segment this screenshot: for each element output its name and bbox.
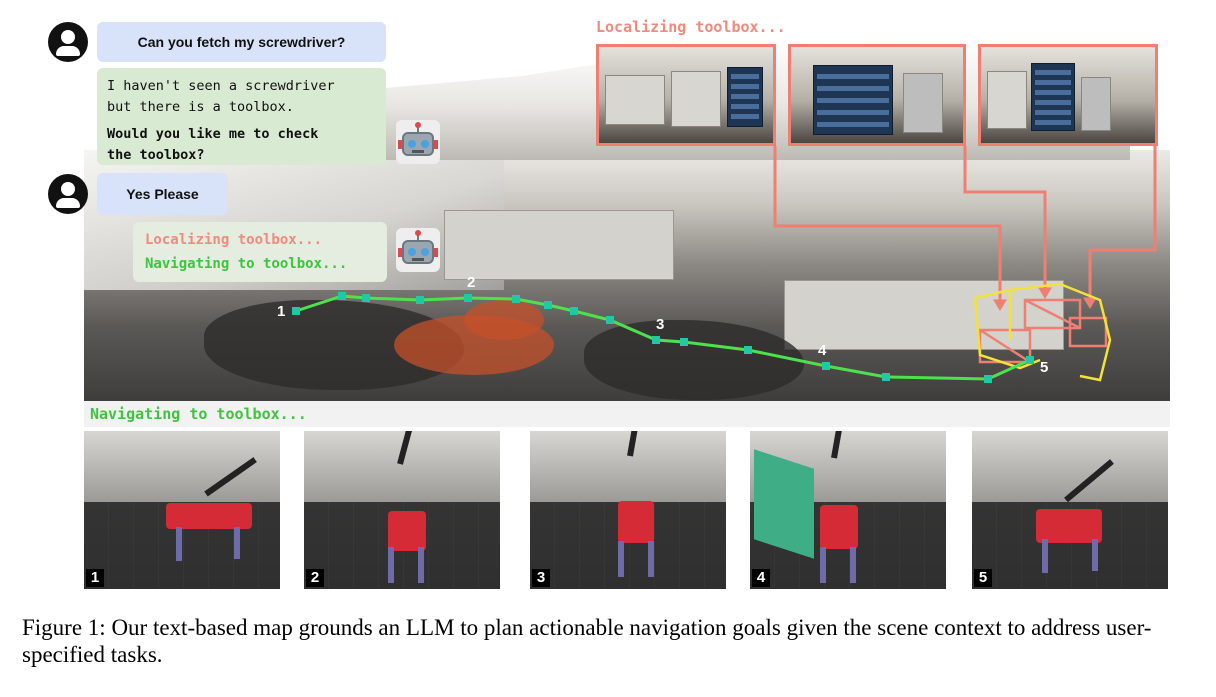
path-waypoint-marker [680,338,688,346]
robot-snapshot: 5 [972,431,1168,589]
bot-status-navigating: Navigating to toolbox... [145,256,348,272]
localization-photo [596,44,776,146]
figure-1: 1 2 3 4 5 Navigating to toolbox... Can y… [48,18,1170,589]
navigation-path [295,294,1031,381]
robot-icon [396,120,440,164]
figure-caption: Figure 1: Our text-based map grounds an … [22,615,1152,667]
user-message-text: Yes Please [126,186,199,202]
path-waypoint-marker [416,296,424,304]
snapshot-number: 1 [86,569,104,587]
bot-question-line: the toolbox? [107,147,205,163]
path-waypoint-marker [362,294,370,302]
user-message: Yes Please [97,173,228,215]
map-clutter [584,320,804,400]
robot-snapshot: 1 [84,431,280,589]
bot-question-line: Would you like me to check [107,126,319,142]
arrow-head [1083,297,1097,309]
bot-message: I haven't seen a screwdriver but there i… [97,68,386,165]
map-shelf [444,210,674,280]
toolbox-bbox-edge [979,328,1031,364]
snapshot-number: 3 [532,569,550,587]
navigation-banner: Navigating to toolbox... [84,401,1170,427]
waypoint-label: 2 [467,274,475,291]
bot-status-localizing: Localizing toolbox... [145,232,323,248]
snapshot-number: 4 [752,569,770,587]
waypoint-label: 4 [818,342,827,359]
connector-line [773,146,1002,302]
user-message-text: Can you fetch my screwdriver? [137,34,346,50]
path-waypoints [292,292,1034,383]
user-message: Can you fetch my screwdriver? [97,22,386,62]
path-waypoint-marker [512,295,520,303]
localizing-label: Localizing toolbox... [596,18,786,36]
path-waypoint-marker [606,316,614,324]
robot-snapshot: 2 [304,431,500,589]
path-waypoint-marker [984,375,992,383]
path-waypoint-marker [544,301,552,309]
bot-message-line: I haven't seen a screwdriver [107,78,335,94]
localization-photo [978,44,1158,146]
navigation-overlay: 1 2 3 4 5 [277,146,1157,383]
path-waypoint-marker [338,292,346,300]
path-waypoint-marker [744,346,752,354]
map-red-object [464,300,544,340]
bot-status-message: Localizing toolbox... Navigating to tool… [133,222,387,282]
snapshot-number: 5 [974,569,992,587]
robot-snapshot: 4 [750,431,946,589]
user-avatar-icon [48,174,88,214]
robot-icon [396,228,440,272]
bot-message-line: but there is a toolbox. [107,99,294,115]
snapshot-number: 2 [306,569,324,587]
path-waypoint-marker [822,362,830,370]
waypoint-label: 5 [1040,359,1048,376]
path-waypoint-marker [570,307,578,315]
connector-line [1088,146,1157,300]
path-waypoint-marker [464,294,472,302]
toolbox-bbox [1068,316,1108,348]
robot-snapshot: 3 [530,431,726,589]
user-avatar-icon [48,22,88,62]
toolbox-bbox-edge [1024,298,1081,330]
map-shelf [784,280,1064,350]
path-waypoint-marker [652,336,660,344]
path-waypoint-marker [882,373,890,381]
localization-photo [788,44,966,146]
waypoint-label: 3 [656,316,664,333]
navigation-banner-text: Navigating to toolbox... [90,405,307,423]
arrow-head [1038,287,1052,299]
arrow-head [993,299,1007,311]
path-waypoint-marker [1026,356,1034,364]
connector-line [963,146,1047,290]
path-waypoint-marker [292,307,300,315]
waypoint-label: 1 [277,303,285,320]
